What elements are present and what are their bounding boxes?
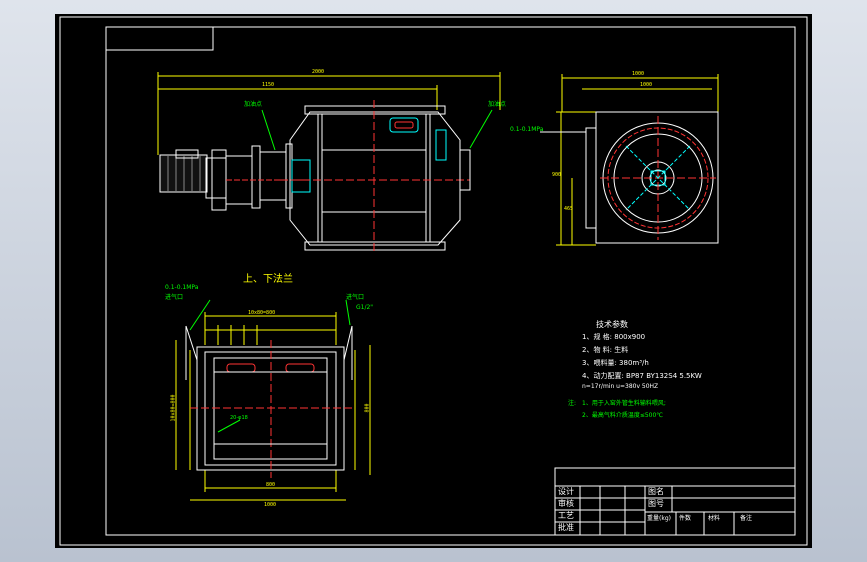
inner-frame bbox=[105, 26, 796, 536]
end-air-pressure-label: 0.1-0.1MPa bbox=[510, 126, 544, 133]
end-view bbox=[540, 74, 719, 246]
dim-end-width-inner: 1000 bbox=[640, 82, 653, 88]
title-block-row-design: 设计 bbox=[558, 487, 574, 496]
title-block-row-process: 工艺 bbox=[558, 511, 574, 520]
dim-flange-bottom-outer: 1000 bbox=[264, 502, 277, 508]
bottom-label-remark: 备注 bbox=[740, 515, 753, 522]
flange-right-inlet-label: 进气口 bbox=[346, 294, 365, 301]
tech-param-line: 1、规 格: 800x900 bbox=[582, 333, 646, 341]
side-right-lube-label: 加油点 bbox=[488, 101, 507, 108]
corner-stamp-box bbox=[105, 26, 214, 51]
flange-right-thread-label: G1/2" bbox=[356, 304, 374, 311]
drawing-number-label: 图号 bbox=[648, 499, 664, 508]
bottom-label-material: 材料 bbox=[708, 515, 721, 522]
tech-param-line: 3、喂料量: 380m³/h bbox=[582, 359, 649, 367]
dim-flange-left: 10x80=800 bbox=[170, 394, 177, 422]
dim-side-overall: 2000 bbox=[312, 69, 325, 75]
tech-params-title: 技术参数 bbox=[596, 320, 628, 329]
bottom-label-count: 件数 bbox=[679, 515, 692, 522]
bottom-label-weight: 重量(kg) bbox=[647, 515, 671, 522]
side-view bbox=[157, 72, 501, 252]
flange-view-title: 上、下法兰 bbox=[243, 274, 293, 285]
dim-end-height: 900 bbox=[552, 172, 562, 178]
drawing-name-label: 图名 bbox=[648, 487, 664, 496]
tech-param-line: 4、动力配置: BP87 BY132S4 5.5KW bbox=[582, 372, 702, 380]
drawing-sheet bbox=[55, 14, 812, 548]
dim-flange-top: 10x80=800 bbox=[248, 310, 276, 316]
outer-frame bbox=[59, 16, 808, 546]
dim-side-partial: 1150 bbox=[262, 82, 275, 88]
note-line: 1、用于入窑外管生料输料喂风; bbox=[582, 400, 666, 407]
dim-end-width-outer: 1000 bbox=[632, 71, 645, 77]
dim-end-height-half: 465 bbox=[564, 206, 574, 212]
dim-flange-bottom-inner: 800 bbox=[266, 482, 276, 488]
title-block bbox=[554, 467, 796, 536]
flange-left-inlet-label: 进气口 bbox=[165, 294, 184, 301]
side-left-lube-label: 加油点 bbox=[244, 101, 263, 108]
note-line: 2、最高气料介质温度≤500℃ bbox=[582, 412, 664, 419]
notes-label: 注: bbox=[568, 400, 577, 407]
flange-view bbox=[175, 299, 371, 501]
dim-flange-right: 800 bbox=[364, 403, 371, 413]
tech-param-line: n=17r/min u=380v 50HZ bbox=[582, 383, 659, 390]
flange-bolts-label: 20-φ18 bbox=[230, 415, 248, 421]
flange-left-pressure-label: 0.1-0.1MPa bbox=[165, 284, 199, 291]
tech-param-line: 2、物 料: 生料 bbox=[582, 346, 629, 354]
title-block-row-review: 审核 bbox=[558, 499, 574, 508]
title-block-row-approve: 批准 bbox=[558, 523, 574, 532]
